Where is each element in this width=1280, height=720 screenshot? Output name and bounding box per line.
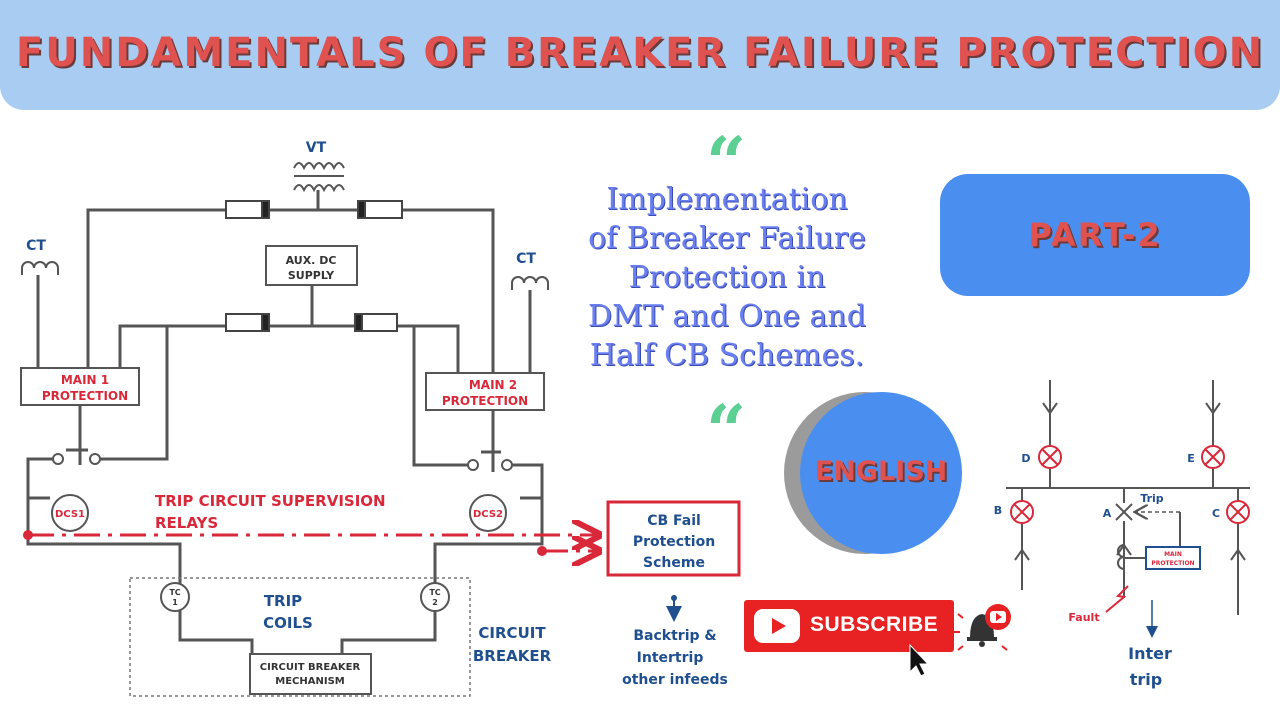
main-protection-box xyxy=(1145,546,1201,570)
circuit-breaker-label: BREAKER xyxy=(473,647,552,665)
breaker-symbols xyxy=(1010,445,1250,524)
part-label: PART-2 xyxy=(1028,216,1162,254)
open-quote-icon: “ xyxy=(706,121,747,204)
right-wiring xyxy=(1006,380,1250,615)
intertrip-label: Inter xyxy=(1128,644,1172,663)
main1-label: PROTECTION xyxy=(42,389,128,403)
vt-symbol xyxy=(293,162,345,193)
ct-symbol-a xyxy=(1117,544,1125,570)
aux-dc-label: AUX. DC xyxy=(286,254,337,267)
tc2-label: 2 xyxy=(432,598,438,607)
tc1-label: 1 xyxy=(172,598,178,607)
intertrip-label: trip xyxy=(1130,670,1162,689)
relay-contacts xyxy=(52,448,513,472)
breaker-a-label: A xyxy=(1103,507,1112,520)
impl-line: Implementation xyxy=(606,182,848,217)
implementation-text: Implementation of Breaker Failure Protec… xyxy=(572,180,882,375)
breaker-c-label: C xyxy=(1212,507,1220,520)
dcs1-circle xyxy=(51,494,89,532)
cb-fail-box xyxy=(606,500,741,577)
mechanism-label: CIRCUIT BREAKER xyxy=(260,662,361,673)
impl-line: Protection in xyxy=(628,260,826,295)
impl-line: Half CB Schemes. xyxy=(589,338,865,373)
ct-symbol xyxy=(21,261,549,290)
impl-line: DMT and One and xyxy=(588,299,866,334)
breaker-b-label: B xyxy=(994,504,1002,517)
backtrip-label: other infeeds xyxy=(622,672,728,688)
main2-protection-box xyxy=(425,372,545,411)
left-wiring xyxy=(26,190,544,654)
breaker-d-label: D xyxy=(1021,452,1030,465)
circuit-breaker-label: CIRCUIT xyxy=(478,624,546,642)
tc2-label: TC xyxy=(429,588,440,597)
cursor-icon xyxy=(909,643,930,677)
dcs1-label: DCS1 xyxy=(55,509,85,520)
youtube-play-icon xyxy=(754,609,800,643)
subscribe-label: SUBSCRIBE xyxy=(810,613,939,636)
dcs2-label: DCS2 xyxy=(473,509,503,520)
aux-dc-box xyxy=(265,245,358,286)
cbfail-label: CB Fail xyxy=(647,513,701,529)
tc1-label: TC xyxy=(169,588,180,597)
breaker-e-label: E xyxy=(1187,452,1195,465)
tcs-label: TRIP CIRCUIT SUPERVISION xyxy=(155,492,386,510)
cbfail-label: Protection xyxy=(633,534,715,550)
impl-line: of Breaker Failure xyxy=(588,221,866,256)
trip-coils-label: COILS xyxy=(263,614,313,632)
ct-label-left: CT xyxy=(26,238,46,254)
arrow-dot xyxy=(671,595,677,601)
junction-dot xyxy=(23,530,33,540)
breaker-a-symbol xyxy=(1115,503,1133,521)
bell-icon xyxy=(954,604,1011,651)
ct-label-right: CT xyxy=(516,251,536,267)
fault-label: Fault xyxy=(1068,611,1099,624)
language-label: ENGLISH xyxy=(814,456,948,487)
page-title: FUNDAMENTALS OF BREAKER FAILURE PROTECTI… xyxy=(15,30,1265,76)
close-quote-icon: “ xyxy=(706,389,747,472)
title-banner: FUNDAMENTALS OF BREAKER FAILURE PROTECTI… xyxy=(0,0,1280,110)
main1-protection-box xyxy=(20,367,140,406)
mechanism-label: MECHANISM xyxy=(275,676,345,687)
aux-dc-label: SUPPLY xyxy=(288,269,335,282)
trip-coils-label: TRIP xyxy=(264,592,302,610)
fuse-elements xyxy=(225,200,403,332)
tc2-circle xyxy=(420,582,450,612)
part-badge: PART-2 xyxy=(940,174,1250,296)
cb-mechanism-box xyxy=(249,653,372,695)
main-protection-label: MAIN xyxy=(1164,551,1182,558)
main2-label: PROTECTION xyxy=(442,394,528,408)
circuit-breaker-enclosure xyxy=(129,577,471,697)
vt-label: VT xyxy=(306,140,327,156)
main-protection-label: PROTECTION xyxy=(1151,560,1194,567)
subscribe-button[interactable]: SUBSCRIBE xyxy=(744,600,954,652)
cbfail-label: Scheme xyxy=(643,555,705,571)
dcs2-circle xyxy=(469,494,507,532)
trip-label: Trip xyxy=(1140,492,1163,505)
backtrip-label: Intertrip xyxy=(637,650,704,666)
trip-signal-lines xyxy=(28,535,596,551)
tc1-circle xyxy=(160,582,190,612)
junction-dot xyxy=(537,546,547,556)
fault-lightning-icon xyxy=(1105,585,1129,613)
tcs-label: RELAYS xyxy=(155,514,218,532)
backtrip-label: Backtrip & xyxy=(633,628,716,644)
main2-label: MAIN 2 xyxy=(469,378,517,392)
main1-label: MAIN 1 xyxy=(61,373,109,387)
language-circle xyxy=(800,392,962,554)
